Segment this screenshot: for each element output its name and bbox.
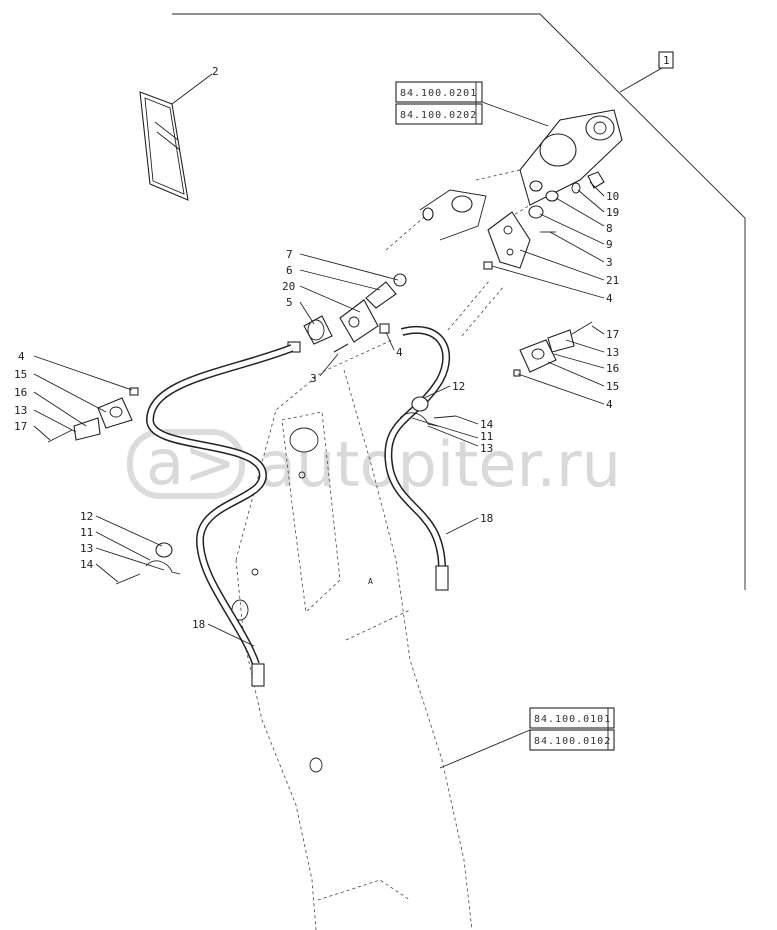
callout-5: 5 <box>286 296 293 309</box>
frame-lines <box>172 13 746 590</box>
callout-19: 19 <box>606 206 619 219</box>
flange-block <box>483 171 605 270</box>
booklet-callout: 2 <box>212 65 219 78</box>
callout-4d: 4 <box>18 350 25 363</box>
callout-18-left: 18 <box>192 618 205 631</box>
callout-10: 10 <box>606 190 619 203</box>
figure-index-label: 1 <box>663 54 670 67</box>
hose-left <box>145 344 294 687</box>
hose-right <box>384 326 451 591</box>
callout-18-right: 18 <box>480 512 493 525</box>
callout-21: 21 <box>606 274 619 287</box>
reference-boxes-bottom: 84.100.0101 84.100.0102 <box>439 707 615 769</box>
callout-6: 6 <box>286 264 293 277</box>
svg-text:A: A <box>368 577 373 586</box>
callout-16: 16 <box>606 362 619 375</box>
ref-bottom-1: 84.100.0101 <box>534 714 611 725</box>
callout-11: 11 <box>480 430 493 443</box>
callout-17: 17 <box>606 328 619 341</box>
callout-14: 14 <box>480 418 494 431</box>
center-fittings <box>287 273 407 353</box>
callout-4b: 4 <box>396 346 403 359</box>
reference-boxes-top: 84.100.0201 84.100.0202 <box>395 81 549 127</box>
bracket-left <box>47 387 139 443</box>
leader-lines <box>33 181 605 647</box>
callouts-center: 7 6 20 5 3 4 <box>282 248 403 385</box>
watermark-text: autopiter.ru <box>258 428 621 501</box>
boom-arm: A <box>231 339 473 930</box>
cylinder-assembly <box>385 109 623 251</box>
callout-13d: 13 <box>80 542 93 555</box>
callout-20: 20 <box>282 280 295 293</box>
callout-7: 7 <box>286 248 293 261</box>
clamp-left <box>115 542 181 585</box>
callouts-clamp-right: 12 14 11 13 <box>452 380 494 455</box>
callouts-right-bracket: 17 13 16 15 4 <box>606 328 619 411</box>
ref-top-2: 84.100.0202 <box>400 110 477 121</box>
callout-13: 13 <box>606 346 619 359</box>
watermark: a> autopiter.ru <box>127 426 621 501</box>
hose-top <box>418 240 505 337</box>
callout-13b: 13 <box>14 404 27 417</box>
callout-11b: 11 <box>80 526 93 539</box>
callout-16b: 16 <box>14 386 27 399</box>
clamp-right <box>399 396 457 427</box>
callout-14b: 14 <box>80 558 94 571</box>
callout-4: 4 <box>606 292 613 305</box>
booklet-2: 2 <box>139 65 219 201</box>
callout-3: 3 <box>606 256 613 269</box>
callout-13c: 13 <box>480 442 493 455</box>
hose-callouts: 18 18 <box>192 512 493 631</box>
figure-index: 1 <box>658 51 674 69</box>
callout-8: 8 <box>606 222 613 235</box>
callout-17b: 17 <box>14 420 27 433</box>
callout-15: 15 <box>606 380 619 393</box>
ref-top-1: 84.100.0201 <box>400 88 477 99</box>
callout-9: 9 <box>606 238 613 251</box>
callout-12: 12 <box>452 380 465 393</box>
callouts-left-bracket: 4 15 16 13 17 <box>14 350 27 433</box>
bracket-right <box>513 321 593 377</box>
callout-12b: 12 <box>80 510 93 523</box>
callout-3b: 3 <box>310 372 317 385</box>
callouts-top-right: 10 19 8 9 3 21 4 <box>606 190 619 305</box>
ref-bottom-2: 84.100.0102 <box>534 736 611 747</box>
callout-4c: 4 <box>606 398 613 411</box>
callout-15b: 15 <box>14 368 27 381</box>
callouts-clamp-left: 12 11 13 14 <box>80 510 94 571</box>
